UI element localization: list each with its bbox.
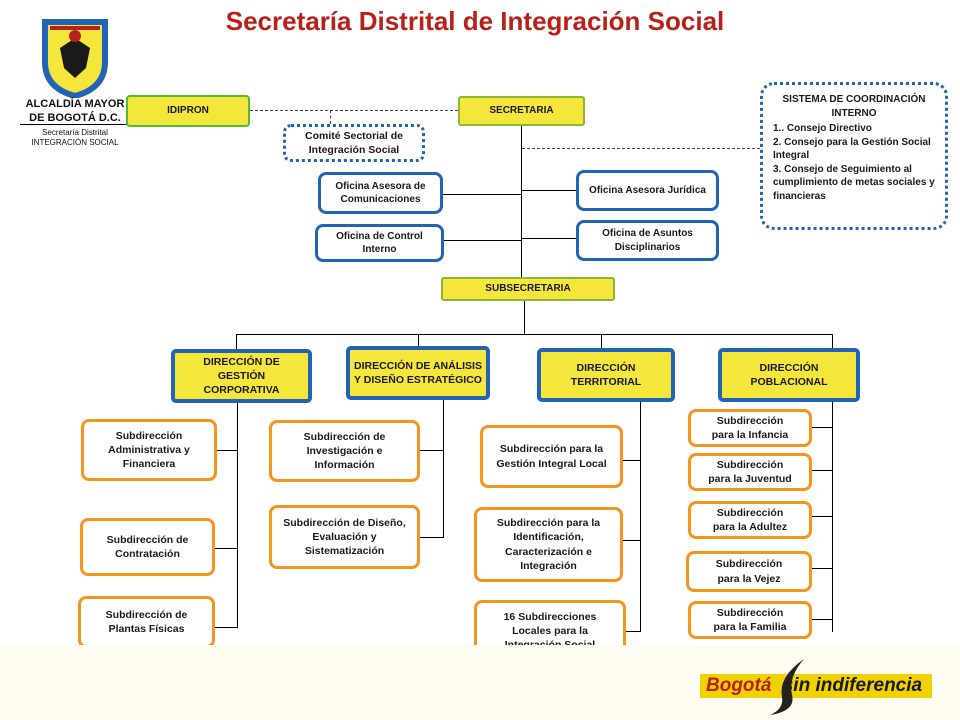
subsecretaria-box: SUBSECRETARIA — [441, 277, 615, 301]
idipron-box: IDIPRON — [126, 95, 250, 127]
coat-of-arms-icon — [42, 19, 108, 98]
bogota-logo-word: Bogotá — [706, 675, 772, 696]
sistema-coordinacion-box: SISTEMA DE COORDINACIÓN INTERNO 1.. Cons… — [760, 82, 948, 230]
direccion-analisis-diseno: DIRECCIÓN DE ANÁLISIS Y DISEÑO ESTRATÉGI… — [346, 346, 490, 400]
subdireccion-contratacion: Subdirección de Contratación — [80, 518, 215, 576]
comite-box: Comité Sectorial de Integración Social — [283, 124, 425, 162]
oficina-disciplinarios: Oficina de Asuntos Disciplinarios — [576, 220, 719, 261]
subdireccion-familia: Subdirección para la Familia — [688, 601, 812, 639]
swoosh-icon — [770, 659, 804, 715]
oficina-control-interno: Oficina de Control Interno — [315, 224, 444, 262]
oficina-comunicaciones: Oficina Asesora de Comunicaciones — [318, 172, 443, 214]
bogota-logo-bar — [700, 674, 932, 698]
subdireccion-gestion-integral-local: Subdirección para la Gestión Integral Lo… — [480, 425, 623, 488]
sistema-item-3: 3. Consejo de Seguimiento al cumplimient… — [773, 163, 935, 202]
subdireccion-infancia: Subdirección para la Infancia — [688, 409, 812, 447]
direccion-territorial: DIRECCIÓN TERRITORIAL — [537, 348, 675, 402]
bogota-logo-tagline: sin indiferencia — [782, 675, 923, 696]
direccion-gestion-corporativa: DIRECCIÓN DE GESTIÓN CORPORATIVA — [171, 349, 312, 403]
logo-line-4: INTEGRACIÓN SOCIAL — [31, 138, 119, 147]
sistema-item-1: 1.. Consejo Directivo — [773, 123, 872, 134]
secretaria-box: SECRETARIA — [458, 96, 585, 126]
oficina-juridica: Oficina Asesora Jurídica — [576, 170, 719, 211]
subdireccion-adultez: Subdirección para la Adultez — [688, 501, 812, 539]
sistema-item-2: 2. Consejo para la Gestión Social Integr… — [773, 136, 931, 162]
logo: ALCALDÍA MAYOR DE BOGOTÁ D.C. Secretaría… — [20, 18, 130, 153]
bogota-logo: Bogotá sin indiferencia — [706, 675, 922, 697]
subdireccion-diseno-evaluacion: Subdirección de Diseño, Evaluación y Sis… — [269, 505, 420, 569]
subdireccion-identificacion: Subdirección para la Identificación, Car… — [474, 507, 623, 582]
subdireccion-juventud: Subdirección para la Juventud — [688, 453, 812, 491]
sistema-title: SISTEMA DE COORDINACIÓN INTERNO — [782, 94, 926, 119]
direccion-poblacional: DIRECCIÓN POBLACIONAL — [718, 348, 860, 402]
subdireccion-plantas-fisicas: Subdirección de Plantas Físicas — [78, 596, 215, 648]
subdireccion-investigacion: Subdirección de Investigación e Informac… — [269, 420, 420, 482]
page-title: Secretaría Distrital de Integración Soci… — [225, 6, 725, 36]
subdireccion-administrativa: Subdirección Administrativa y Financiera — [81, 419, 217, 481]
logo-line-3: Secretaría Distrital — [42, 128, 108, 137]
logo-line-1: ALCALDÍA MAYOR — [25, 98, 125, 110]
subdireccion-vejez: Subdirección para la Vejez — [686, 551, 812, 592]
logo-line-2: DE BOGOTÁ D.C. — [20, 112, 130, 125]
